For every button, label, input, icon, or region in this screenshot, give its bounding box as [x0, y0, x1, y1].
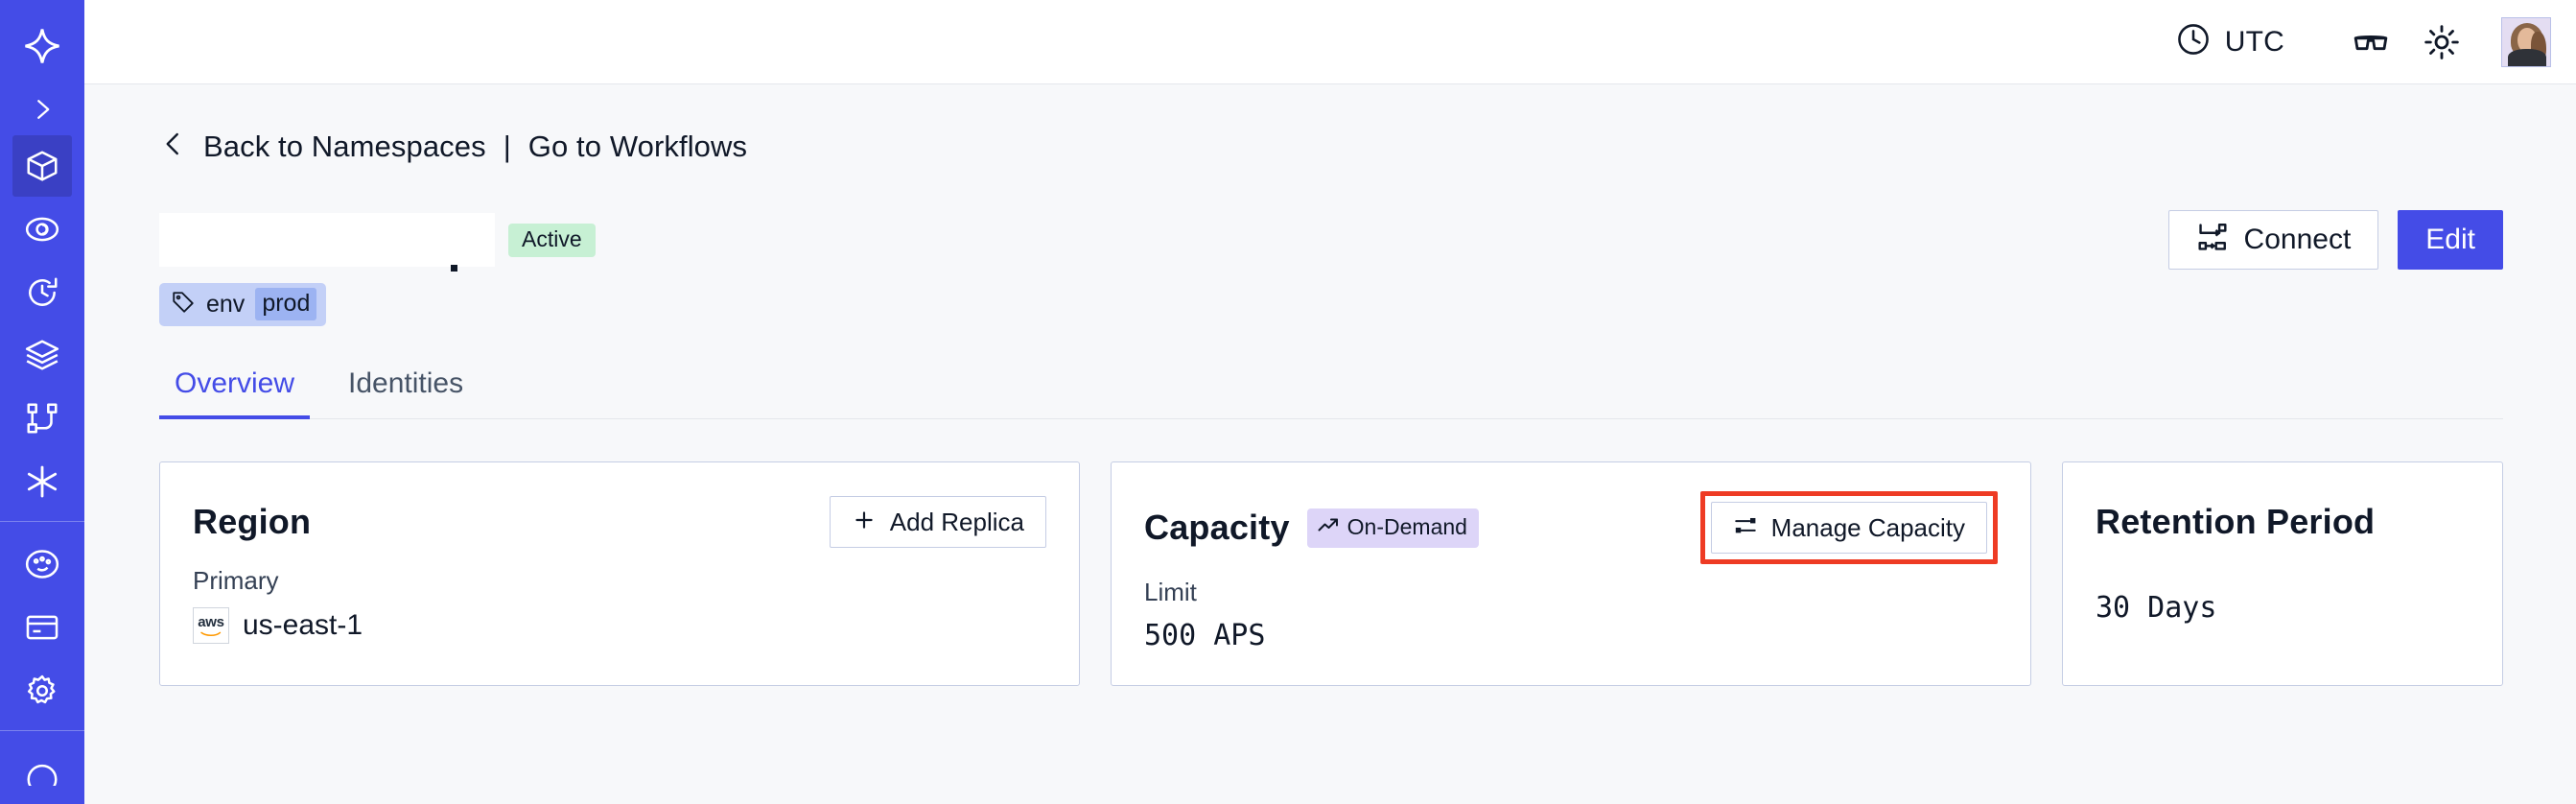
capacity-card-action: Manage Capacity [1699, 491, 1998, 564]
capacity-limit-label: Limit [1144, 578, 1197, 606]
tab-overview[interactable]: Overview [159, 367, 311, 419]
status-badge: Active [508, 223, 596, 257]
timezone-label: UTC [2224, 25, 2284, 58]
manage-capacity-button[interactable]: Manage Capacity [1710, 502, 1987, 554]
breadcrumb-back-link[interactable]: Back to Namespaces [203, 129, 486, 163]
retention-card-header: Retention Period [2096, 491, 2470, 553]
main-area: UTC [84, 0, 2576, 804]
namespace-title-row: Active [159, 210, 2503, 272]
sidebar-divider-1 [0, 521, 84, 523]
credit-card-icon [24, 609, 60, 646]
connect-button[interactable]: Connect [2167, 210, 2379, 270]
top-header: UTC [84, 0, 2576, 84]
history-clock-icon [24, 274, 60, 311]
overview-cards: Region Add Replica [159, 461, 2503, 686]
timezone-selector[interactable]: UTC [2175, 21, 2284, 62]
title-redaction-dot [451, 265, 457, 272]
capacity-card-header: Capacity On-Demand [1144, 491, 1998, 564]
tab-bar: Overview Identities [159, 367, 2503, 419]
glasses-icon[interactable] [2344, 15, 2398, 69]
sidebar-expand-chevron-right-icon[interactable] [0, 84, 84, 134]
capacity-limit-value: 500 APS [1144, 619, 1266, 652]
on-demand-badge: On-Demand [1306, 508, 1479, 548]
gear-icon [24, 673, 60, 709]
region-value-row: aws us-east-1 [193, 607, 1046, 644]
workflow-branch-icon [24, 400, 60, 437]
region-primary-label: Primary [193, 566, 279, 595]
breadcrumb: Back to Namespaces | Go to Workflows [159, 127, 2503, 166]
sidebar-item-help[interactable] [12, 743, 72, 804]
add-replica-label: Add Replica [889, 508, 1024, 536]
capacity-card-title: Capacity [1144, 508, 1290, 547]
breadcrumb-workflows-link[interactable]: Go to Workflows [527, 129, 748, 163]
capacity-card: Capacity On-Demand [1111, 461, 2031, 686]
region-card: Region Add Replica [159, 461, 1080, 686]
tag-key: env [206, 290, 246, 318]
edit-button-label: Edit [2425, 224, 2475, 255]
sidebar-item-history[interactable] [12, 262, 72, 323]
cube-icon [24, 148, 60, 184]
aws-logo-icon: aws [193, 607, 229, 644]
breadcrumb-separator: | [503, 129, 511, 163]
sidebar-item-observability[interactable] [12, 199, 72, 260]
clock-icon [2175, 21, 2212, 62]
avatar-body [2508, 48, 2546, 66]
sidebar-item-usage[interactable] [12, 533, 72, 595]
left-sidebar [0, 0, 84, 804]
connect-flow-icon [2196, 221, 2229, 259]
manage-capacity-highlight: Manage Capacity [1699, 491, 1998, 564]
layers-icon [24, 337, 60, 373]
region-value: us-east-1 [243, 609, 363, 641]
page-content: Back to Namespaces | Go to Workflows Act… [84, 84, 2576, 804]
sidebar-divider-2 [0, 730, 84, 732]
tags-row: env prod [159, 283, 2503, 326]
trending-up-icon [1317, 514, 1340, 541]
manage-capacity-label: Manage Capacity [1770, 513, 1965, 542]
sidebar-item-billing[interactable] [12, 597, 72, 658]
region-card-header: Region Add Replica [193, 491, 1046, 553]
region-card-action: Add Replica [829, 496, 1046, 548]
on-demand-badge-label: On-Demand [1347, 514, 1467, 539]
eye-icon [24, 211, 60, 248]
palette-icon [24, 546, 60, 582]
sidebar-item-integrations[interactable] [12, 451, 72, 512]
header-actions: Connect Edit [2167, 210, 2503, 270]
asterisk-icon [23, 462, 61, 501]
sliders-icon [1733, 513, 1758, 542]
sun-icon[interactable] [2415, 15, 2469, 69]
retention-card: Retention Period 30 Days [2062, 461, 2503, 686]
sidebar-item-workflows[interactable] [12, 388, 72, 449]
avatar[interactable] [2501, 16, 2551, 67]
tag-icon [171, 290, 196, 319]
sidebar-item-layers[interactable] [12, 324, 72, 386]
sidebar-item-namespaces[interactable] [12, 135, 72, 198]
retention-card-title: Retention Period [2096, 502, 2376, 541]
add-replica-button[interactable]: Add Replica [829, 496, 1046, 548]
edit-button[interactable]: Edit [2398, 210, 2503, 270]
connect-button-label: Connect [2243, 224, 2352, 255]
tab-identities[interactable]: Identities [348, 367, 464, 399]
page-title [159, 213, 495, 267]
tag-value: prod [255, 288, 317, 320]
help-circle-icon [24, 761, 60, 787]
region-card-title: Region [193, 502, 312, 541]
sidebar-item-settings[interactable] [12, 660, 72, 721]
chevron-left-icon[interactable] [159, 127, 188, 166]
aws-logo-text: aws [198, 613, 224, 630]
tag-env[interactable]: env prod [159, 283, 327, 326]
plus-icon [852, 508, 877, 536]
temporal-logo-icon[interactable] [0, 21, 84, 71]
retention-value: 30 Days [2096, 591, 2217, 625]
